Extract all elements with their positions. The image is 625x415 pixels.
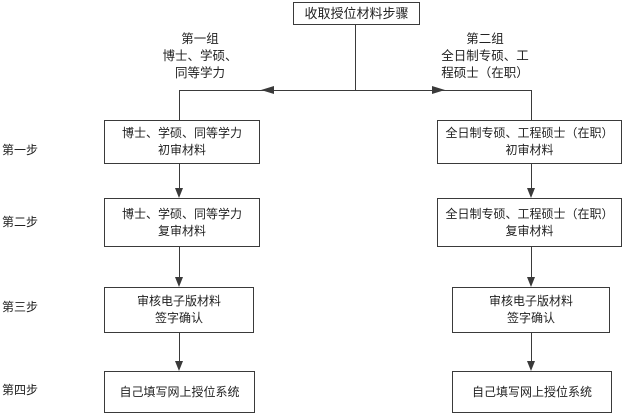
- connector-right-3-4: [531, 333, 532, 361]
- step-label-2: 第二步: [2, 215, 39, 229]
- flow-box-left-2: 博士、学硕、同等学力 复审材料: [104, 198, 260, 247]
- arrow-down-icon: [527, 277, 535, 287]
- flow-box-left-1: 博士、学硕、同等学力 初审材料: [104, 120, 260, 164]
- connector-trunk-line: [355, 25, 356, 90]
- arrow-down-icon: [527, 188, 535, 198]
- flow-box-right-4: 自己填写网上授位系统: [452, 371, 612, 413]
- group-label-right: 第二组 全日制专硕、工 程硕士（在职）: [441, 32, 529, 80]
- step-label-4: 第四步: [2, 383, 39, 397]
- group-label-left: 第一组 博士、学硕、 同等学力: [162, 32, 238, 80]
- flow-box-right-2: 全日制专硕、工程硕士（在职） 复审材料: [437, 198, 622, 247]
- connector-branch-line: [179, 90, 532, 91]
- connector-left-2-3: [179, 247, 180, 277]
- arrow-down-icon: [175, 361, 183, 371]
- connector-drop-left: [179, 90, 180, 120]
- flow-box-right-3: 审核电子版材料 签字确认: [452, 287, 610, 333]
- connector-right-2-3: [531, 247, 532, 277]
- arrow-down-icon: [175, 277, 183, 287]
- connector-right-1-2: [531, 164, 532, 189]
- connector-drop-right: [531, 90, 532, 120]
- step-label-1: 第一步: [2, 143, 39, 157]
- step-label-3: 第三步: [2, 300, 39, 314]
- flow-box-left-4: 自己填写网上授位系统: [104, 371, 255, 413]
- arrow-left-icon: [261, 86, 274, 94]
- connector-left-1-2: [179, 164, 180, 189]
- arrow-down-icon: [527, 361, 535, 371]
- title-box: 收取授位材料步骤: [293, 2, 420, 25]
- arrow-right-icon: [432, 86, 445, 94]
- arrow-down-icon: [175, 188, 183, 198]
- connector-left-3-4: [179, 333, 180, 361]
- flow-box-left-3: 审核电子版材料 签字确认: [104, 287, 254, 333]
- flow-box-right-1: 全日制专硕、工程硕士（在职） 初审材料: [437, 120, 622, 164]
